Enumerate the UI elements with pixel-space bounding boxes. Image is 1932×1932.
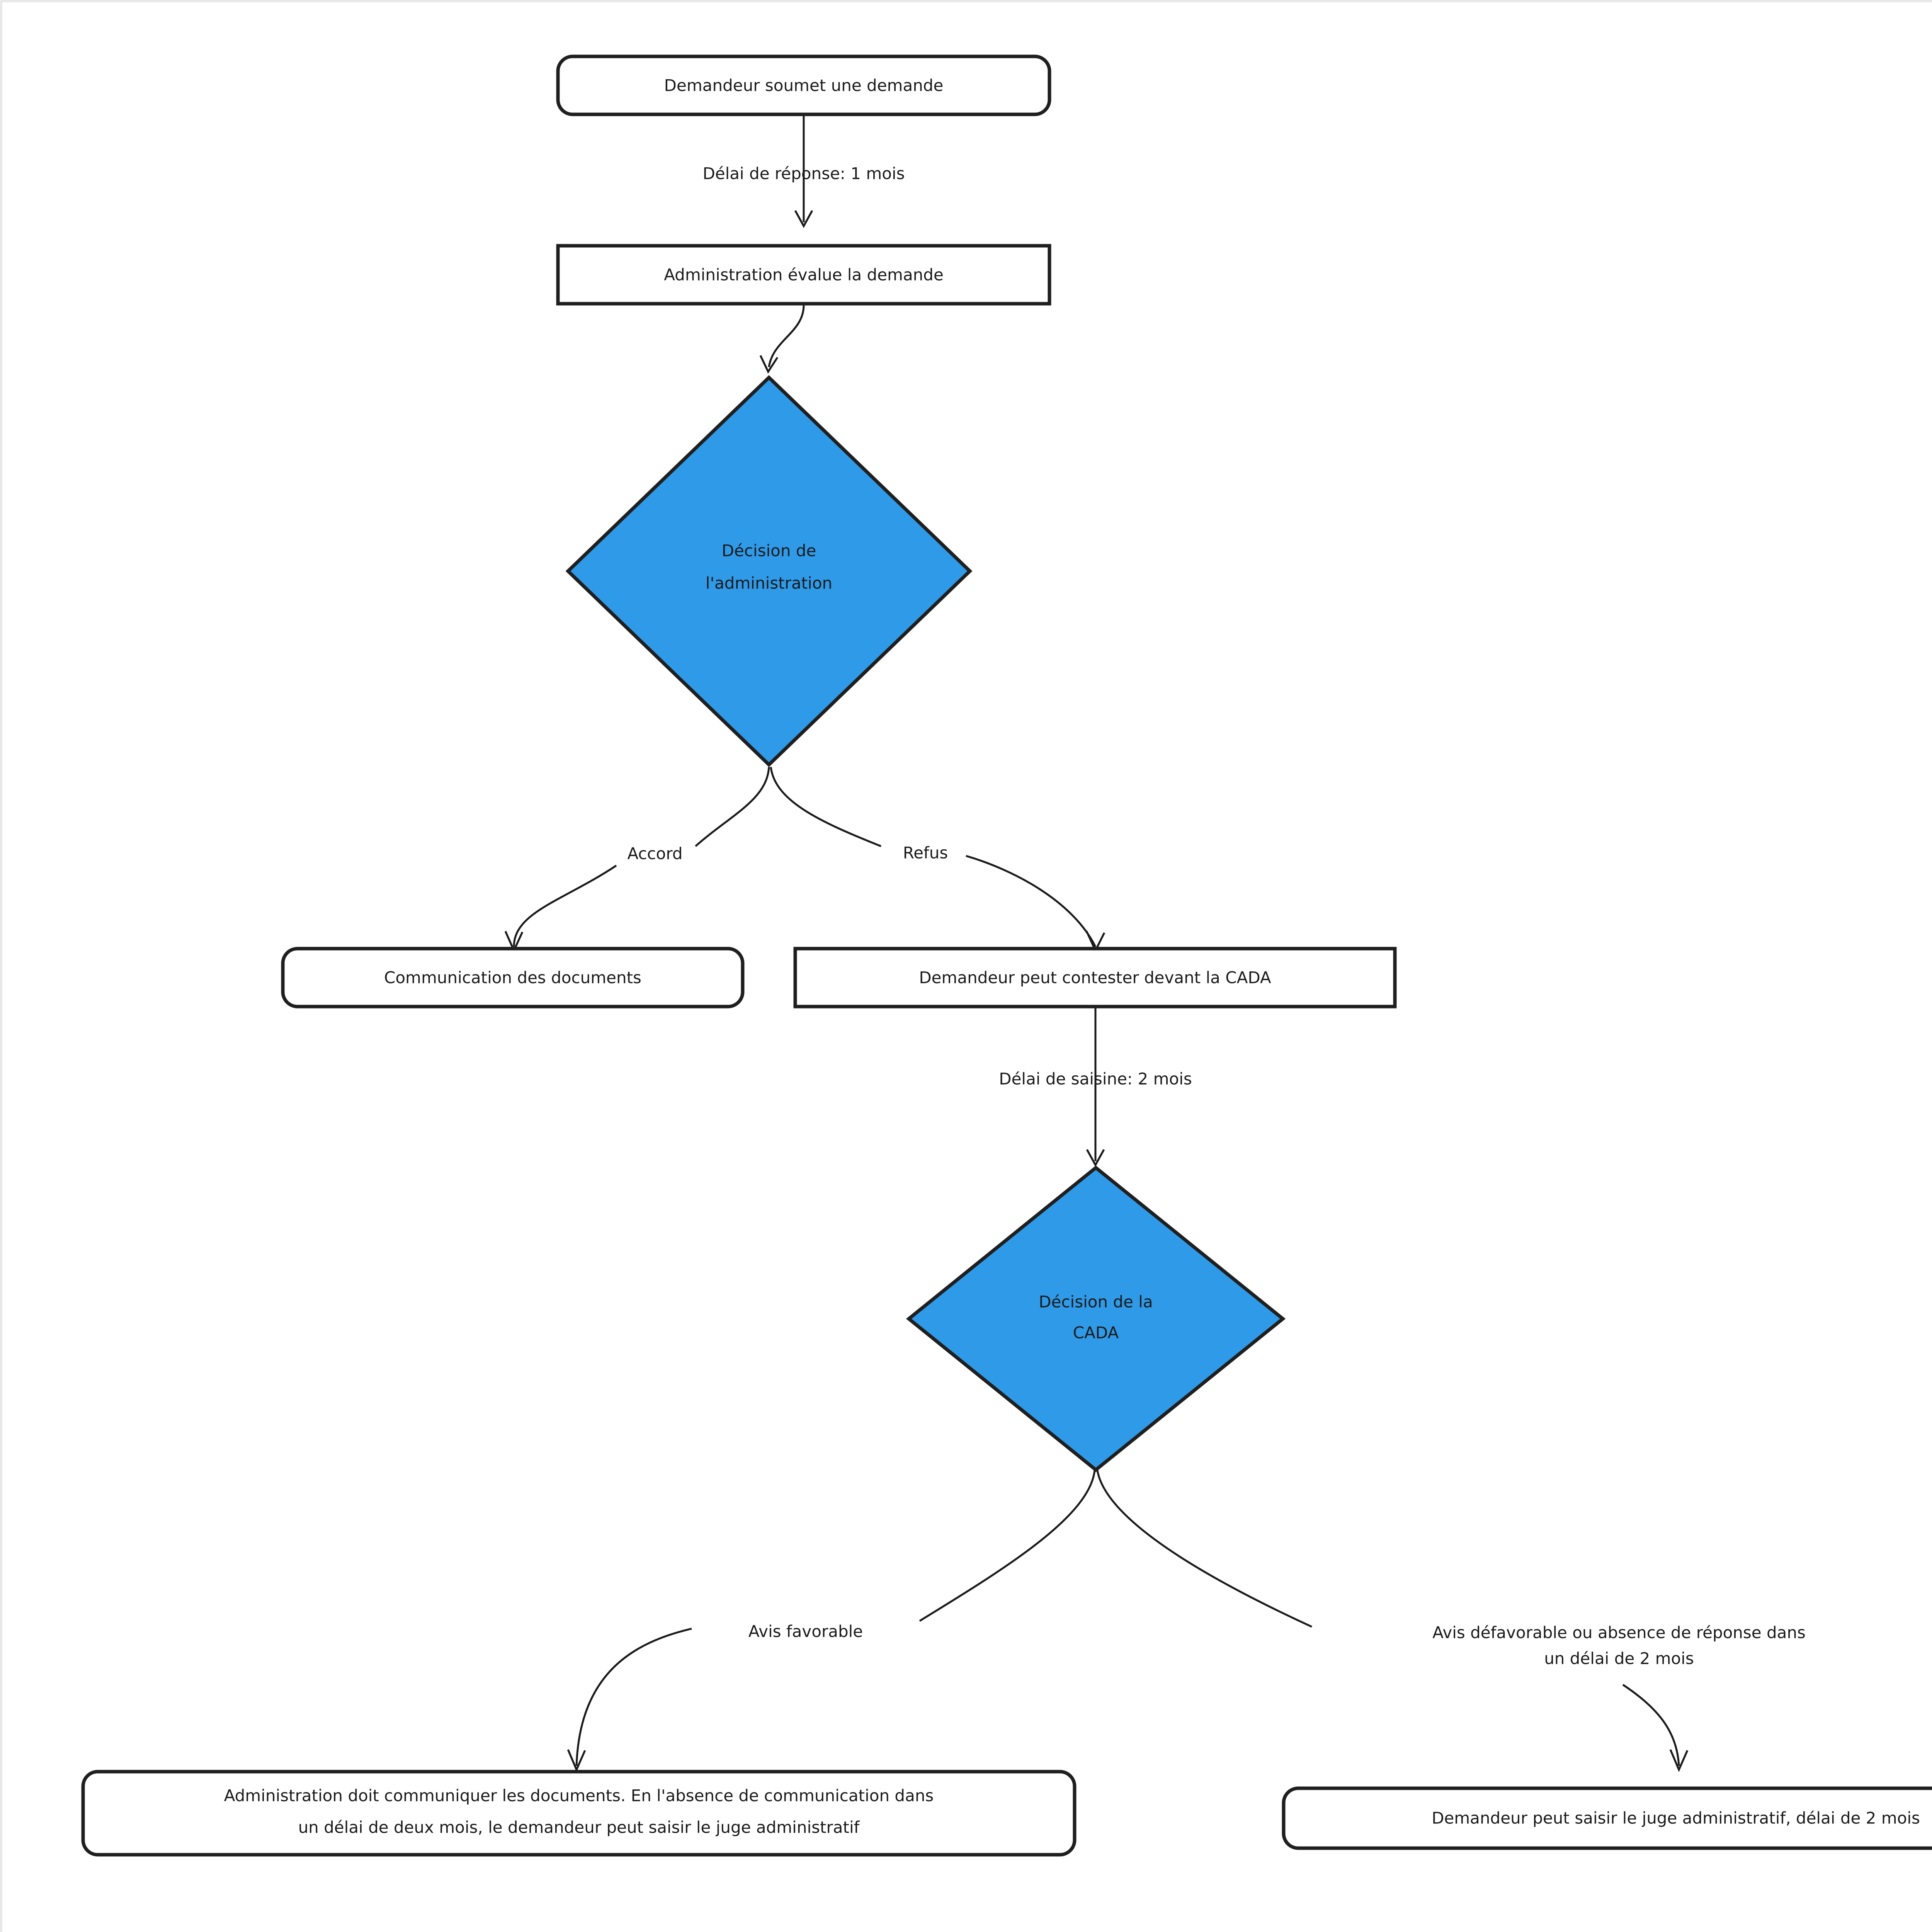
- edge-line: [1096, 1470, 1313, 1628]
- edge-n3-n4: Accord: [504, 767, 770, 953]
- node-communication-des-documents[interactable]: Communication des documents: [281, 947, 745, 1009]
- arrowhead-icon: [759, 355, 779, 374]
- arrowhead-icon: [1669, 1749, 1689, 1772]
- edge-label-e1: Délai de réponse: 1 mois: [702, 164, 905, 183]
- node-shape[interactable]: [793, 947, 1397, 1009]
- node-label-n7-line1: Administration doit communiquer les docu…: [224, 1786, 934, 1805]
- node-label-n8: Demandeur peut saisir le juge administra…: [1432, 1809, 1920, 1828]
- edge-line: [575, 1628, 692, 1766]
- edge-label-e6: Avis favorable: [748, 1622, 863, 1641]
- node-demandeur-peut-contester-devant-la-cada[interactable]: Demandeur peut contester devant la CADA: [793, 947, 1397, 1009]
- node-shape[interactable]: [556, 244, 1051, 306]
- node-label-n3-line1: Décision de: [722, 541, 816, 560]
- node-label-n1: Demandeur soumet une demande: [664, 76, 944, 95]
- edge-n6-n8: Avis défavorable ou absence de réponse d…: [1096, 1470, 1806, 1772]
- node-label-n4: Communication des documents: [384, 968, 641, 987]
- node-decision-de-ladministration[interactable]: Décision de l'administration: [565, 375, 973, 767]
- node-shape[interactable]: [556, 54, 1051, 116]
- edge-label-e7-line1: Avis défavorable ou absence de réponse d…: [1432, 1623, 1806, 1642]
- edge-label-e5: Délai de saisine: 2 mois: [999, 1070, 1192, 1088]
- node-label-n5: Demandeur peut contester devant la CADA: [919, 968, 1271, 987]
- arrowhead-icon: [794, 210, 813, 228]
- node-label-n6-line2: CADA: [1073, 1323, 1119, 1342]
- edge-line: [695, 767, 770, 847]
- node-administration-doit-communiquer-les-documents[interactable]: Administration doit communiquer les docu…: [81, 1770, 1077, 1857]
- node-shape[interactable]: [81, 1770, 1077, 1857]
- edge-line: [966, 855, 1097, 947]
- arrowhead-icon: [567, 1749, 586, 1772]
- edge-line: [513, 864, 617, 947]
- edge-n5-n6: Délai de saisine: 2 mois: [999, 1007, 1192, 1167]
- edge-n6-n7: Avis favorable: [567, 1470, 1096, 1772]
- edge-n1-n2: Délai de réponse: 1 mois: [702, 116, 905, 228]
- node-label-n2: Administration évalue la demande: [664, 265, 944, 284]
- node-administration-evalue-la-demande[interactable]: Administration évalue la demande: [556, 244, 1051, 306]
- edge-line: [770, 767, 881, 847]
- node-label-n6-line1: Décision de la: [1039, 1293, 1153, 1311]
- node-demandeur-soumet-une-demande[interactable]: Demandeur soumet une demande: [556, 54, 1051, 116]
- node-demandeur-peut-saisir-le-juge-administratif[interactable]: Demandeur peut saisir le juge administra…: [1282, 1786, 1932, 1850]
- edge-label-e4: Refus: [903, 844, 948, 862]
- edge-n2-n3: [759, 305, 805, 374]
- node-label-n3-line2: l'administration: [706, 574, 832, 593]
- edge-line: [768, 305, 805, 367]
- node-shape[interactable]: [1282, 1786, 1932, 1850]
- arrowhead-icon: [1086, 1149, 1105, 1167]
- node-shape[interactable]: [906, 1165, 1286, 1472]
- node-label-n7-line2: un délai de deux mois, le demandeur peut…: [298, 1818, 860, 1837]
- edge-line: [919, 1470, 1096, 1622]
- edge-label-e7-line2: un délai de 2 mois: [1544, 1649, 1694, 1668]
- node-decision-de-la-cada[interactable]: Décision de la CADA: [906, 1165, 1286, 1472]
- edge-n3-n5: Refus: [770, 767, 1105, 953]
- edge-label-e3: Accord: [627, 844, 682, 863]
- edge-line: [1622, 1684, 1680, 1766]
- node-shape[interactable]: [281, 947, 745, 1009]
- node-shape[interactable]: [565, 375, 973, 767]
